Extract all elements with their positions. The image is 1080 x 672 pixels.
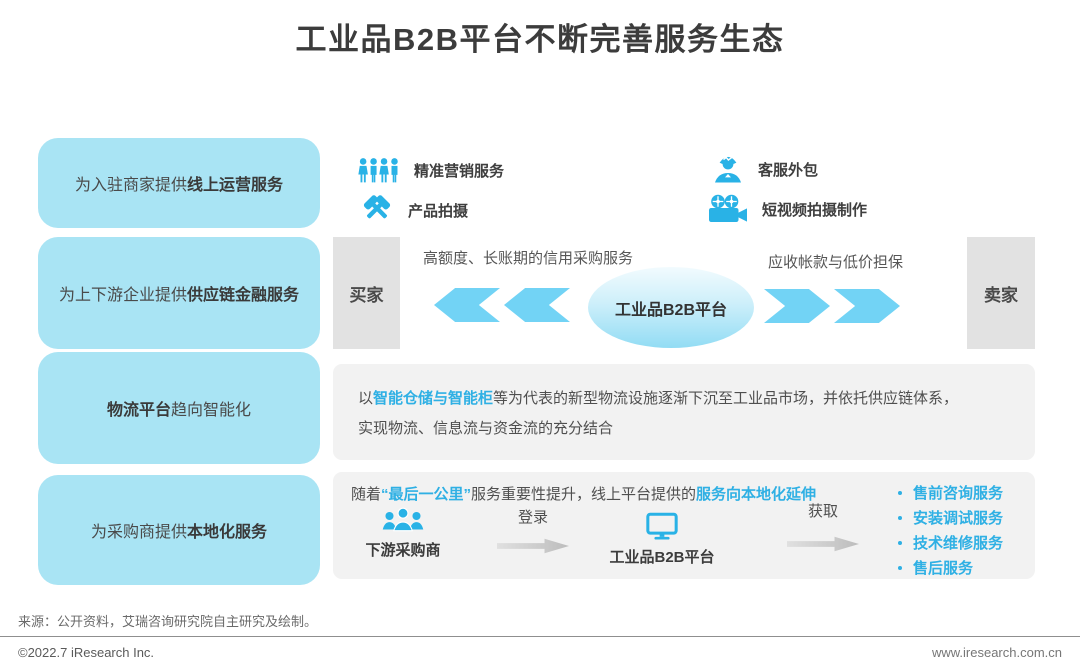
label-text: 为入驻商家提供 xyxy=(74,177,187,194)
copyright-text: ©2022.7 iResearch Inc. xyxy=(18,645,155,660)
flow-node-downstream-buyers: 下游采购商 xyxy=(348,507,458,560)
buyers-group-icon xyxy=(380,507,426,534)
service-product-photography: 产品拍摄 xyxy=(360,194,468,226)
page-title: 工业品B2B平台不断完善服务生态 xyxy=(295,22,785,57)
left-box-label: 为入驻商家提供线上运营服务 xyxy=(75,171,283,195)
text-highlight: 服务向本地化延伸 xyxy=(696,486,817,503)
list-item-label: 技术维修服务 xyxy=(913,535,1004,552)
text-segment: 服务重要性提升，线上平台提供的 xyxy=(471,486,697,503)
flow-node-label: 工业品B2B平台 xyxy=(609,549,715,566)
left-box-label: 为采购商提供本地化服务 xyxy=(91,518,267,542)
text-segment: 以 xyxy=(358,390,374,407)
service-precision-marketing: 精准营销服务 xyxy=(358,154,504,186)
logistics-panel xyxy=(333,364,1035,460)
list-item: 安装调试服务 xyxy=(898,505,1003,530)
platform-ellipse: 工业品B2B平台 xyxy=(588,267,754,348)
left-box-localized-services: 为采购商提供本地化服务 xyxy=(38,475,320,585)
label-text: 趋向智能化 xyxy=(171,402,252,419)
left-chevron-icon xyxy=(434,288,500,322)
text-segment: 实现物流、信息流与资金流的充分结合 xyxy=(358,420,614,437)
bullet-dot-icon xyxy=(898,515,902,520)
left-box-label: 为上下游企业提供供应链金融服务 xyxy=(59,281,299,305)
list-item-label: 售前咨询服务 xyxy=(913,485,1004,502)
obtain-label: 获取 xyxy=(807,503,838,520)
label-bold-text: 供应链金融服务 xyxy=(187,287,300,304)
support-agent-icon xyxy=(712,154,744,184)
label-text: 为上下游企业提供 xyxy=(58,287,187,304)
login-step: 登录 xyxy=(495,506,571,555)
service-customer-support-outsourcing: 客服外包 xyxy=(712,153,818,185)
list-item: 售前咨询服务 xyxy=(898,480,1003,505)
list-item: 技术维修服务 xyxy=(898,530,1003,555)
service-label: 产品拍摄 xyxy=(408,202,469,220)
text-segment: 随着 xyxy=(351,486,382,503)
receivables-caption: 应收帐款与低价担保 xyxy=(767,254,903,271)
local-services-list: 售前咨询服务 安装调试服务 技术维修服务 售后服务 xyxy=(898,480,1003,580)
bullet-dot-icon xyxy=(898,540,902,545)
localization-headline: 随着“最后一公里”服务重要性提升，线上平台提供的服务向本地化延伸 xyxy=(351,483,816,504)
login-label: 登录 xyxy=(517,509,548,526)
footer-divider xyxy=(0,636,1080,637)
flow-node-label: 下游采购商 xyxy=(365,542,441,559)
text-segment: 等为代表的新型物流设施逐渐下沉至工业品市场，并依托供应链体系， xyxy=(493,390,959,407)
list-item-label: 安装调试服务 xyxy=(913,510,1004,527)
label-bold-text: 线上运营服务 xyxy=(187,177,284,194)
monitor-icon xyxy=(645,512,679,541)
list-item: 售后服务 xyxy=(898,555,1003,580)
platform-label: 工业品B2B平台 xyxy=(614,301,727,319)
website-url: www.iresearch.com.cn xyxy=(931,645,1062,660)
source-note: 来源：公开资料，艾瑞咨询研究院自主研究及绘制。 xyxy=(18,614,318,629)
left-box-logistics-platform: 物流平台趋向智能化 xyxy=(38,352,320,464)
credit-purchase-caption: 高额度、长账期的信用采购服务 xyxy=(422,250,633,267)
logistics-description: 以智能仓储与智能柜等为代表的新型物流设施逐渐下沉至工业品市场，并依托供应链体系，… xyxy=(358,384,1018,444)
label-bold-text: 物流平台 xyxy=(106,402,171,419)
text-highlight: 智能仓储与智能柜 xyxy=(373,390,494,407)
label-text: 为采购商提供 xyxy=(90,524,187,541)
text-highlight: “最后一公里” xyxy=(381,486,472,503)
right-arrow-icon xyxy=(787,536,859,552)
label-bold-text: 本地化服务 xyxy=(187,524,268,541)
left-box-label: 物流平台趋向智能化 xyxy=(107,396,251,420)
service-short-video-production: 短视频拍摄制作 xyxy=(708,193,867,225)
localization-panel xyxy=(333,472,1035,579)
buyer-box: 买家 xyxy=(333,237,400,349)
obtain-step: 获取 xyxy=(785,500,861,553)
left-box-supply-chain-finance: 为上下游企业提供供应链金融服务 xyxy=(38,237,320,349)
service-label: 客服外包 xyxy=(758,161,819,179)
right-chevron-icon xyxy=(834,289,900,323)
left-chevron-icon xyxy=(504,288,570,322)
bullet-dot-icon xyxy=(898,565,902,570)
people-group-icon xyxy=(358,157,400,184)
right-arrow-icon xyxy=(497,538,569,554)
flow-node-b2b-platform: 工业品B2B平台 xyxy=(596,512,728,567)
crossed-hammers-icon xyxy=(360,195,394,225)
seller-box: 卖家 xyxy=(967,237,1035,349)
video-camera-icon xyxy=(708,194,748,224)
right-chevron-icon xyxy=(764,289,830,323)
bullet-dot-icon xyxy=(898,490,902,495)
service-label: 短视频拍摄制作 xyxy=(762,201,868,219)
list-item-label: 售后服务 xyxy=(913,560,974,577)
left-box-online-operation: 为入驻商家提供线上运营服务 xyxy=(38,138,320,228)
service-label: 精准营销服务 xyxy=(414,162,505,180)
